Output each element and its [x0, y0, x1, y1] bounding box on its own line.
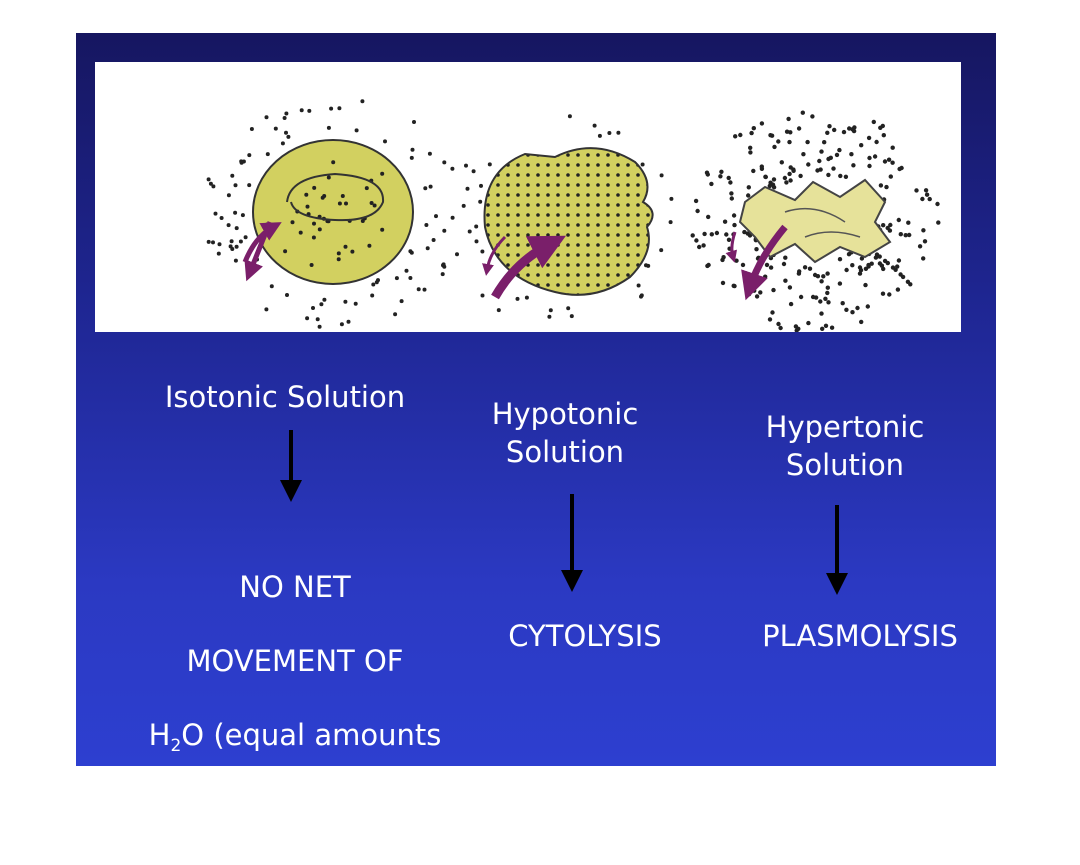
hypotonic-cell-icon — [455, 114, 674, 319]
hypertonic-cell-icon — [690, 110, 941, 332]
down-arrow-icon — [826, 505, 848, 595]
isotonic-heading: Isotonic Solution — [164, 380, 406, 414]
down-arrow-icon — [280, 430, 302, 502]
isotonic-result-line-3: H2O (equal amounts — [148, 718, 442, 756]
hypotonic-heading: Hypotonic Solution — [491, 397, 639, 469]
isotonic-result-line-1: NO NET — [239, 570, 351, 604]
down-arrow-icon — [561, 494, 583, 592]
hypertonic-heading: Hypertonic Solution — [765, 410, 925, 482]
isotonic-cell-icon — [206, 99, 455, 329]
isotonic-result: NO NET MOVEMENT OF H2O (equal amounts en… — [120, 532, 470, 865]
cytolysis-result: CYTOLYSIS — [508, 619, 662, 653]
isotonic-result-line-2: MOVEMENT OF — [186, 644, 404, 678]
plasmolysis-result: PLASMOLYSIS — [762, 619, 958, 653]
cells-illustration-panel — [95, 62, 961, 332]
